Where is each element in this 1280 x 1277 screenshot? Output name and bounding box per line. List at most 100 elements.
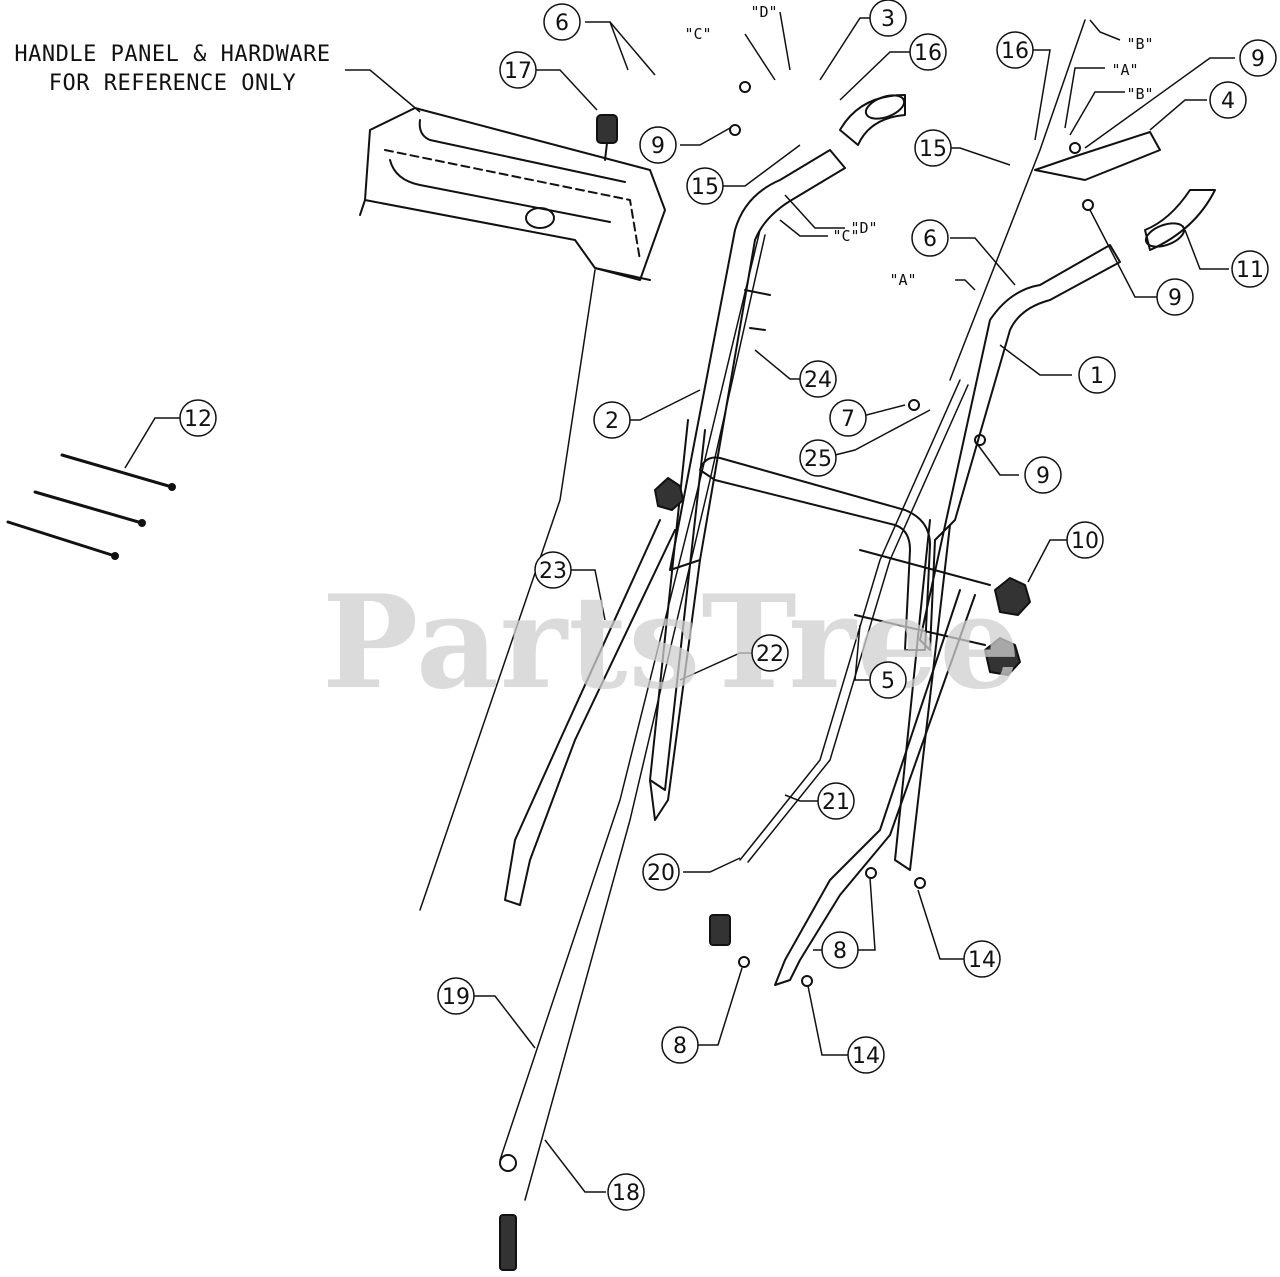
callout-c8a: 8: [821, 931, 859, 969]
callout-number: 17: [504, 59, 532, 84]
callout-number: 3: [881, 7, 895, 32]
callout-circle: [686, 167, 724, 205]
callout-number: 6: [555, 11, 569, 36]
callout-c14b: 14: [847, 1036, 885, 1074]
callout-number: 9: [1168, 286, 1182, 311]
callout-number: 24: [804, 368, 832, 393]
callout-number: 8: [833, 939, 847, 964]
reference-letter-rB2: "B": [1126, 85, 1153, 103]
callout-circle: [963, 940, 1001, 978]
callout-circle: [543, 3, 581, 41]
callout-number: 25: [804, 447, 832, 472]
callout-circle: [799, 360, 837, 398]
callout-circle: [914, 129, 952, 167]
callout-circle: [821, 931, 859, 969]
callout-c2: 2: [593, 401, 631, 439]
callout-circle: [1066, 521, 1104, 559]
callout-circle: [593, 401, 631, 439]
callout-circle: [847, 1036, 885, 1074]
callout-number: 9: [651, 134, 665, 159]
reference-letter-rD2: "D": [850, 219, 877, 237]
callout-c6b: 6: [911, 219, 949, 257]
callout-c22: 22: [751, 634, 789, 672]
callout-circle: [817, 782, 855, 820]
callout-circle: [1078, 356, 1116, 394]
callout-number: 22: [756, 642, 784, 667]
reference-letter-rC2: "C": [832, 227, 859, 245]
callout-number: 14: [852, 1044, 880, 1069]
callout-c1: 1: [1078, 356, 1116, 394]
callout-circle: [799, 439, 837, 477]
callout-circle: [869, 661, 907, 699]
callout-c20: 20: [642, 853, 680, 891]
callout-circle: [829, 399, 867, 437]
callout-c16b: 16: [996, 31, 1034, 69]
left-upper-handle-drawing: [649, 94, 906, 821]
callout-c9d: 9: [1024, 456, 1062, 494]
callout-number: 14: [968, 948, 996, 973]
reference-letter-rA2: "A": [889, 271, 916, 289]
callout-number: 11: [1236, 258, 1264, 283]
lower-handles-drawing: [504, 519, 976, 986]
grip-end-left-drawing: [864, 94, 906, 120]
callout-c7: 7: [829, 399, 867, 437]
callout-circle: [437, 977, 475, 1015]
cable-springs-drawing: [499, 914, 731, 1271]
callout-c24: 24: [799, 360, 837, 398]
callout-number: 21: [822, 790, 850, 815]
callout-number: 7: [841, 407, 855, 432]
reference-letter-rB1: "B": [1126, 35, 1153, 53]
callout-c19: 19: [437, 977, 475, 1015]
callout-circle: [1239, 39, 1277, 77]
callout-circle: [499, 51, 537, 89]
callout-c18: 18: [607, 1173, 645, 1211]
handle-panel-drawing: [359, 107, 666, 281]
callout-number: 1: [1090, 364, 1104, 389]
callout-circle: [869, 0, 907, 37]
callout-number: 2: [605, 409, 619, 434]
callout-circle: [1156, 278, 1194, 316]
hardware-bolts-drawing: [729, 81, 1094, 987]
reference-letter-rD1: "D": [750, 3, 777, 21]
callout-c12: 12: [179, 399, 217, 437]
callout-c10: 10: [1066, 521, 1104, 559]
callout-number: 8: [673, 1034, 687, 1059]
callout-c23: 23: [534, 551, 572, 589]
callout-number: 12: [184, 407, 212, 432]
callout-circle: [909, 33, 947, 71]
callout-c21: 21: [817, 782, 855, 820]
callout-circle: [911, 219, 949, 257]
right-upper-handle-drawing: [919, 131, 1216, 651]
cable-ties-drawing: [6, 453, 176, 560]
callout-number: 20: [647, 861, 675, 886]
callout-c5: 5: [869, 661, 907, 699]
watermark: PartsTree: [322, 568, 1022, 718]
callout-number: 19: [442, 985, 470, 1010]
callout-circle: [534, 551, 572, 589]
callout-circle: [179, 399, 217, 437]
callout-c6a: 6: [543, 3, 581, 41]
reference-note-line1: HANDLE PANEL & HARDWARE: [14, 42, 331, 67]
control-cables-drawing: [419, 19, 1086, 1201]
callout-c15a: 15: [914, 129, 952, 167]
callout-circle: [996, 31, 1034, 69]
grip-end-drawing: [1144, 222, 1186, 248]
callout-number: 16: [914, 41, 942, 66]
callout-number: 15: [691, 175, 719, 200]
callout-circle: [1209, 81, 1247, 119]
callout-c15b: 15: [686, 167, 724, 205]
safety-key-drawing: [596, 114, 618, 161]
callout-number: 18: [612, 1181, 640, 1206]
callout-circle: [1024, 456, 1062, 494]
callout-c11: 11: [1231, 250, 1269, 288]
callout-c3: 3: [869, 0, 907, 37]
reference-letter-rC1: "C": [684, 25, 711, 43]
callout-number: 16: [1001, 39, 1029, 64]
callout-circle: [607, 1173, 645, 1211]
callout-c16a: 16: [909, 33, 947, 71]
callout-number: 10: [1071, 529, 1099, 554]
callout-circle: [639, 126, 677, 164]
callout-c9a: 9: [639, 126, 677, 164]
